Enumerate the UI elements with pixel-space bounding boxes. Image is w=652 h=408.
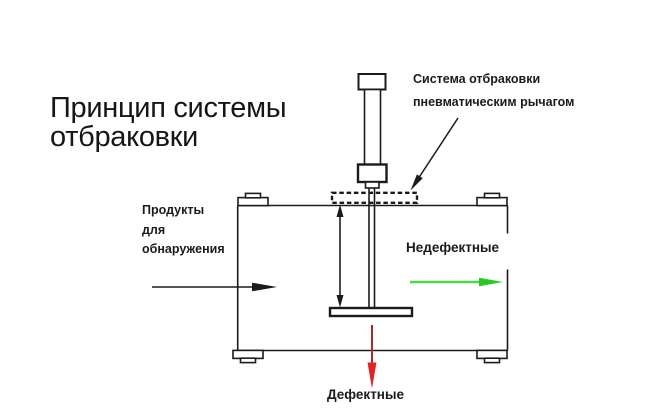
arrowhead-up-icon xyxy=(336,204,344,217)
conveyor-box xyxy=(232,192,509,364)
page-title-line1: Принцип системы xyxy=(50,92,287,124)
cylinder-body xyxy=(363,88,382,166)
input-products-line2: для xyxy=(142,222,166,237)
roller-foot-bottom-right xyxy=(476,349,508,364)
roller-foot-top-left xyxy=(237,192,269,207)
defective-label: Дефектные xyxy=(327,387,404,402)
annotation-arrow xyxy=(410,117,459,191)
roller-foot-top-right xyxy=(476,192,508,207)
non-defective-flow-arrow xyxy=(410,277,503,287)
input-products-label: Продукты для обнаружения xyxy=(142,201,225,260)
input-products-line1: Продукты xyxy=(142,203,205,217)
cylinder-neck xyxy=(364,181,380,189)
cylinder-cap xyxy=(357,73,387,91)
pneumatic-cylinder xyxy=(356,73,388,308)
cylinder-collar xyxy=(356,163,388,184)
page-title-line2: отбраковки xyxy=(50,121,199,153)
page-title: Принцип системы отбраковки xyxy=(50,92,287,153)
stroke-range-arrow xyxy=(336,204,344,308)
arrowhead-down-left-icon xyxy=(410,174,423,191)
roller-foot-bottom-left xyxy=(232,349,264,364)
pusher-plate xyxy=(328,306,414,318)
non-defective-label: Недефектные xyxy=(406,240,500,255)
annotation-line2: пневматическим рычагом xyxy=(413,95,575,109)
arrowhead-down-icon xyxy=(367,362,377,389)
annotation-label: Система отбраковки пневматическим рычаго… xyxy=(413,68,574,114)
arrowhead-right-icon xyxy=(252,282,277,292)
input-flow-arrow xyxy=(152,282,277,292)
input-products-line3: обнаружения xyxy=(142,242,225,256)
detection-zone-dashed-box xyxy=(330,191,419,205)
annotation-line1: Система отбраковки xyxy=(413,72,541,86)
arrowhead-right-icon xyxy=(479,277,503,287)
arrowhead-down-icon xyxy=(336,295,344,308)
defective-flow-arrow xyxy=(367,325,377,389)
